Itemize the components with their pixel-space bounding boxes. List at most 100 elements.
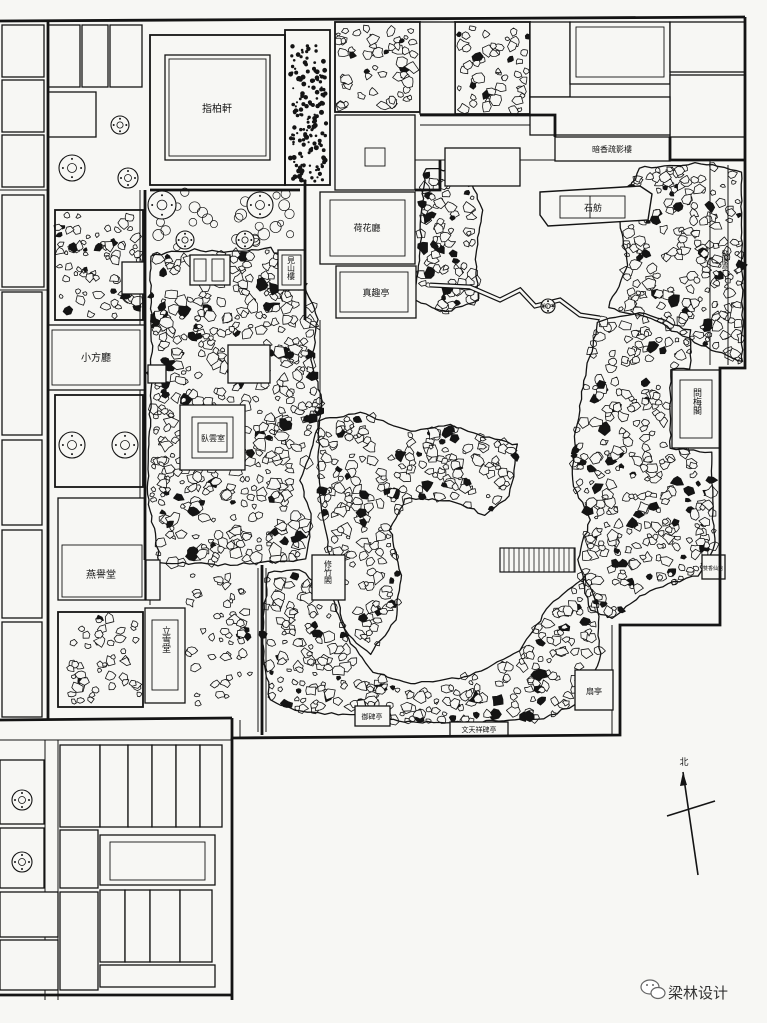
rockery-stone [654, 411, 666, 422]
rockery-stone [599, 438, 607, 446]
rockery-stone [160, 492, 166, 498]
rockery-stone [299, 366, 306, 372]
rockery-stone [711, 313, 721, 322]
wechat-icon-bubble-small [650, 986, 666, 1000]
rockery-stone [314, 407, 320, 413]
rockery-stone [71, 674, 77, 680]
rockery-stone [685, 284, 695, 294]
rockery-stone [601, 494, 609, 500]
shrub-dot [315, 168, 318, 172]
rockery-stone [448, 453, 458, 461]
rockery-stone [310, 629, 324, 638]
rockery-stone [217, 545, 225, 554]
rockery-stone [408, 715, 416, 723]
rockery-stone [562, 700, 570, 707]
rockery-stone [634, 340, 644, 349]
label-zhenquting: 真趣亭 [362, 287, 389, 299]
rockery-stone [363, 502, 374, 514]
rockery-stone [658, 530, 665, 537]
rockery-stone [215, 691, 225, 699]
rockery-stone [349, 423, 354, 429]
rockery-stone [465, 212, 478, 221]
rockery-stone [94, 232, 100, 238]
rockery-stone [210, 541, 217, 549]
rockery-stone [55, 232, 63, 238]
rockery-stone [288, 616, 296, 625]
shrub-dot [323, 121, 329, 126]
shrub-dot [292, 125, 297, 130]
rockery-stone [273, 577, 286, 591]
rockery-stone [645, 573, 653, 581]
rockery-stone [88, 691, 96, 698]
rockery-stone [284, 466, 295, 474]
rockery-stone [266, 477, 282, 490]
rockery-stone [422, 212, 434, 224]
rockery-stone [606, 528, 619, 542]
rockery-stone [369, 87, 379, 96]
rockery-stone [437, 467, 446, 474]
rockery-stone [75, 295, 86, 306]
rockery-stone [170, 360, 185, 371]
rockery-stone [76, 266, 83, 273]
rockery-stone [279, 418, 293, 432]
rockery-stone [605, 478, 618, 491]
rockery-stone [608, 357, 618, 367]
rockery-stone [191, 534, 200, 540]
shrub-dot [309, 148, 313, 152]
rockery-stone [229, 546, 243, 559]
shrub-dot [316, 176, 319, 179]
rockery-stone [304, 622, 312, 630]
building-tower [554, 136, 671, 162]
rockery-stone [575, 478, 584, 487]
rockery-stone [136, 691, 143, 698]
rockery-stone [75, 213, 82, 219]
rockery-stone [664, 336, 674, 348]
rockery-stone [105, 670, 117, 681]
rockery-stone [355, 508, 367, 519]
rockery-stone [547, 671, 558, 681]
rockery-stone [530, 696, 537, 702]
round-stone-table [58, 154, 86, 182]
rockery-stone [187, 388, 199, 399]
rockery-stone [471, 673, 479, 681]
rockery-stone [363, 24, 371, 34]
rockery-stone [412, 709, 424, 720]
rockery-stone [274, 521, 288, 532]
rockery-stone [245, 548, 253, 557]
rockery-stone [332, 469, 340, 478]
label-huxinting: 湖心亭 [540, 303, 555, 310]
rockery-stone [240, 499, 248, 508]
round-stone-table [175, 230, 195, 250]
rockery-stone [389, 577, 395, 584]
stone-stool [14, 799, 16, 801]
rockery-stone [285, 463, 293, 469]
rockery-stone [372, 617, 383, 624]
rockery-stone [361, 619, 372, 627]
building-room [669, 74, 746, 138]
building-room [59, 891, 99, 991]
rockery-stone [252, 438, 266, 452]
shrub-dot [308, 171, 312, 174]
rockery-stone [213, 530, 224, 541]
rockery-stone [466, 230, 472, 237]
label-feiputing: 飛瀑亭 [721, 250, 729, 271]
shrub-dot [307, 85, 310, 88]
rockery-stone [297, 401, 308, 411]
rockery-stone [546, 658, 552, 664]
rockery-stone [731, 179, 737, 185]
shrub-dot [293, 110, 297, 115]
rockery-stone [577, 597, 584, 602]
rockery-stone [622, 436, 634, 447]
rockery-stone [556, 629, 565, 636]
rockery-stone [385, 533, 392, 539]
rockery-stone [659, 346, 667, 355]
rockery-stone [153, 428, 159, 435]
rockery-stone [336, 525, 345, 533]
rockery-stone [58, 293, 64, 299]
rockery-stone [513, 70, 523, 79]
rockery-stone [629, 259, 643, 270]
rockery-stone [395, 56, 408, 68]
rockery-stone [652, 272, 661, 279]
rockery-stone [532, 678, 541, 687]
rockery-stone [345, 428, 353, 435]
